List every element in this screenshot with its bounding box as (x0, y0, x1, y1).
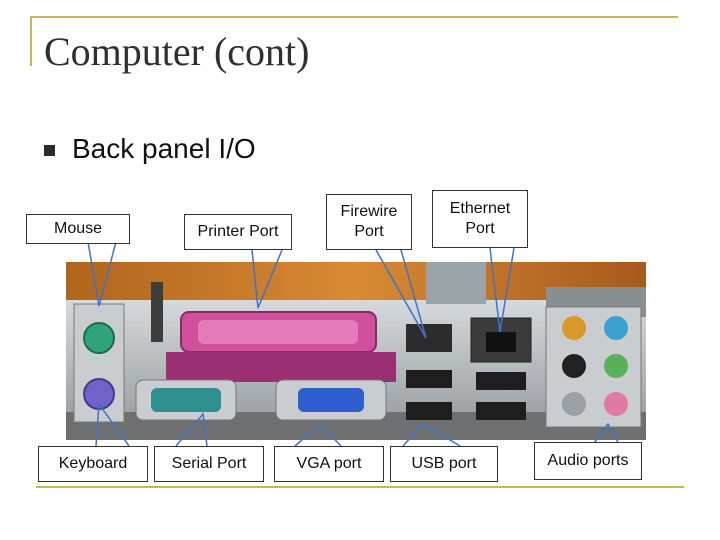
back-panel-photo (66, 262, 646, 440)
slide-title: Computer (cont) (44, 29, 310, 74)
callout-keyboard: Keyboard (38, 446, 148, 482)
bottom-rule (36, 486, 684, 488)
bullet-back-panel-io: Back panel I/O (72, 133, 256, 164)
usb-port-2 (406, 402, 452, 420)
usb-port-4 (476, 402, 526, 420)
audio-jack-green (604, 354, 628, 378)
usb-port-1 (406, 370, 452, 388)
callout-firewire-port: Firewire Port (326, 194, 412, 250)
callout-usb-port: USB port (390, 446, 498, 482)
audio-jack-gray (562, 392, 586, 416)
audio-jack-black (562, 354, 586, 378)
callout-ethernet-port: Ethernet Port (432, 190, 528, 248)
audio-jack-pink (604, 392, 628, 416)
audio-jack-blue (604, 316, 628, 340)
callout-audio-ports: Audio ports (534, 442, 642, 480)
callout-vga-port: VGA port (274, 446, 384, 482)
audio-jack-orange (562, 316, 586, 340)
top-rule (30, 16, 678, 18)
ps2-keyboard-port (83, 378, 115, 410)
usb-port-3 (476, 372, 526, 390)
callout-mouse: Mouse (26, 214, 130, 244)
callout-printer-port: Printer Port (184, 214, 292, 250)
callout-serial-port: Serial Port (154, 446, 264, 482)
bullet-square-icon (44, 145, 55, 156)
left-rule (30, 16, 32, 66)
ps2-mouse-port (83, 322, 115, 354)
firewire-port (406, 324, 452, 352)
